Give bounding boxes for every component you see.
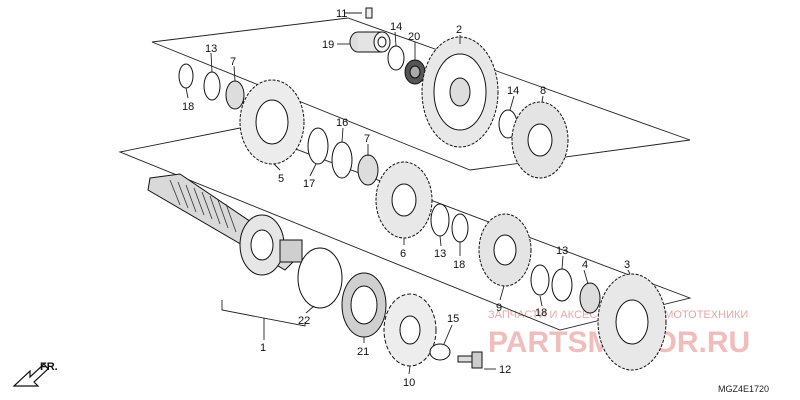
diagram-reference-code: MGZ4E1720 (718, 384, 769, 394)
callout-13-b: 13 (434, 248, 446, 260)
part-15-washer (429, 343, 451, 361)
callout-1: 1 (260, 342, 266, 354)
callout-15: 15 (447, 313, 459, 325)
part-12-bolt (457, 351, 483, 369)
part-11-pin (365, 7, 373, 19)
front-direction-indicator: FR. (12, 361, 58, 387)
part-14-washer (387, 45, 405, 71)
mainshaft (147, 173, 303, 276)
part-17-washer (307, 127, 329, 165)
part-7-bushing (225, 80, 245, 110)
callout-14: 14 (390, 21, 402, 33)
mainshaft-group-box (118, 127, 692, 331)
arrow-left-icon (12, 363, 49, 387)
callout-12: 12 (499, 364, 511, 376)
callout-16: 16 (336, 117, 348, 129)
part-10-sprocket (383, 293, 437, 367)
part-8-gear (511, 101, 569, 179)
callout-11: 11 (336, 8, 347, 20)
countershaft-group-box (151, 17, 691, 171)
callout-4: 4 (582, 259, 588, 271)
part-9-gear (478, 213, 532, 287)
callout-3: 3 (624, 259, 630, 271)
callout-5: 5 (278, 173, 284, 185)
callout-18: 18 (182, 101, 194, 113)
part-13-washer (203, 71, 221, 101)
callout-13: 13 (205, 43, 217, 55)
part-6-gear (375, 161, 433, 239)
callout-7-b: 7 (364, 133, 370, 145)
callout-18-c: 18 (535, 307, 547, 319)
part-5-gear (239, 79, 305, 165)
callout-17: 17 (303, 178, 315, 190)
callout-22: 22 (298, 315, 310, 327)
callout-8: 8 (540, 85, 546, 97)
part-18-circlip-b (451, 213, 469, 243)
part-20-needle-bearing (404, 59, 426, 85)
callout-20: 20 (408, 31, 420, 43)
callout-14-b: 14 (507, 85, 519, 97)
front-label: FR. (40, 361, 58, 373)
part-18-circlip-c (530, 264, 550, 296)
leader-lines (185, 12, 631, 375)
part-19-bearing (349, 31, 391, 53)
part-7-bushing-b (357, 154, 379, 186)
callout-7: 7 (230, 56, 236, 68)
part-18-circlip (178, 63, 194, 89)
part-16-washer (331, 141, 353, 179)
part-22-oring (297, 247, 343, 309)
callout-21: 21 (357, 346, 369, 358)
part-4-bushing (579, 282, 601, 314)
part-2-gear (421, 36, 499, 148)
callout-10: 10 (403, 377, 415, 389)
callout-9: 9 (496, 302, 502, 314)
callout-6: 6 (400, 248, 406, 260)
part-13-washer-c (551, 268, 573, 302)
callout-18-b: 18 (453, 259, 465, 271)
callout-19: 19 (322, 39, 334, 51)
callout-13-c: 13 (556, 245, 568, 257)
callout-labels: 11 14 2 19 20 13 7 18 14 8 16 7 5 17 6 1… (182, 8, 630, 389)
part-21-oil-seal (341, 272, 387, 338)
part-13-washer-b (430, 203, 450, 237)
callout-2: 2 (456, 24, 462, 36)
part-3-gear (597, 273, 667, 371)
